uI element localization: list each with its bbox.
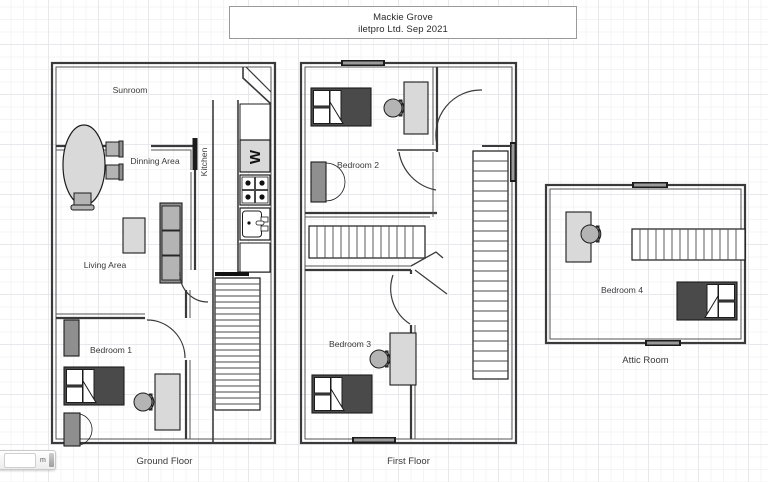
room-label-bedroom-1: Bedroom 1: [90, 345, 132, 355]
wardrobe-icon: [310, 161, 327, 203]
scale-drag-handle[interactable]: [48, 453, 54, 467]
floor-caption-first: First Floor: [387, 456, 430, 467]
room-label-bedroom-3: Bedroom 3: [329, 339, 371, 349]
title-block: Mackie Grove iletpro Ltd. Sep 2021: [229, 6, 577, 39]
coffee-table-icon: [122, 217, 146, 254]
staircase-attic: [631, 228, 746, 261]
staircase-ground: [214, 272, 261, 411]
staircase-first-horizontal: [308, 225, 426, 259]
floor-caption-attic: Attic Room: [622, 355, 669, 366]
staircase-first-vertical: [472, 150, 509, 380]
room-label-bedroom-2: Bedroom 2: [337, 160, 379, 170]
first-floor-plan[interactable]: Bedroom 2 Bedroom 3: [299, 60, 518, 445]
room-label-dinning-area: Dinning Area: [130, 156, 179, 166]
room-label-bedroom-4: Bedroom 4: [601, 285, 643, 295]
desk-icon: [154, 373, 181, 431]
ground-floor-plan[interactable]: W: [50, 61, 277, 447]
svg-text:W: W: [247, 149, 264, 164]
armchair-icon: [70, 192, 95, 211]
scale-unit-label: m: [40, 456, 46, 464]
room-label-kitchen: Kitchen: [199, 147, 209, 176]
room-label-sunroom: Sunroom: [113, 85, 148, 95]
desk-icon: [403, 81, 429, 135]
washing-machine-icon: [239, 139, 271, 173]
desk-icon: [389, 332, 417, 386]
desk-chair-icon: [580, 224, 602, 244]
scale-input[interactable]: [4, 452, 36, 468]
nightstand-icon: [63, 412, 81, 447]
scale-widget[interactable]: m: [0, 450, 56, 470]
sofa-icon: [159, 202, 183, 284]
attic-room-plan[interactable]: Bedroom 4: [544, 182, 747, 346]
wardrobe-icon: [63, 319, 80, 357]
project-name: Mackie Grove: [373, 12, 433, 23]
author-date: iletpro Ltd. Sep 2021: [358, 24, 448, 35]
room-label-living-area: Living Area: [84, 260, 127, 270]
floor-caption-ground: Ground Floor: [136, 456, 193, 467]
